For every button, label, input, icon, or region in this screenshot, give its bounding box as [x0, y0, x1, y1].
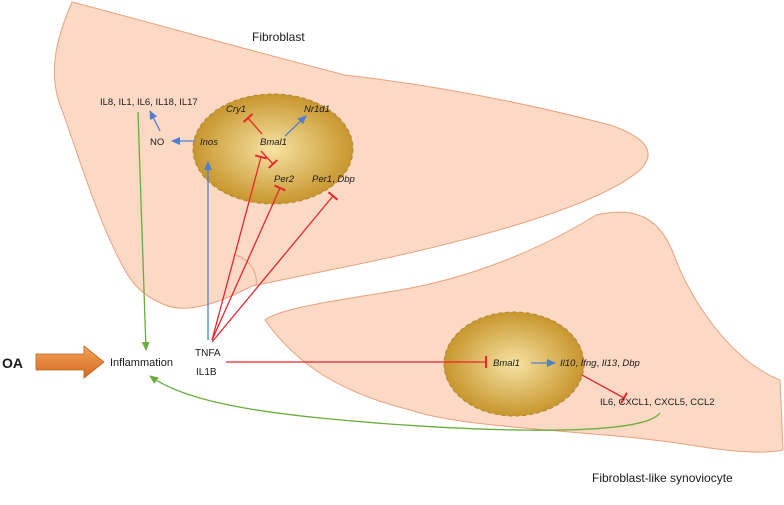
tnfa-label: TNFA — [195, 348, 221, 359]
chemokine-list: IL6, CXCL1, CXCL5, CCL2 — [600, 397, 715, 408]
il1b-label: IL1B — [196, 367, 217, 378]
gene-cry1: Cry1 — [226, 104, 246, 115]
gene-inos: Inos — [200, 137, 218, 148]
inhibit-tnfa-bmal1 — [211, 154, 268, 341]
gene-bmal1: Bmal1 — [260, 137, 287, 148]
gene-nr1d1: Nr1d1 — [304, 104, 330, 115]
syn-gene-list: Il10, Ifng, Il13, Dbp — [560, 358, 640, 369]
arrow-chemokines-to-inflammation — [149, 375, 661, 431]
arrow-cytokines-to-inflammation — [137, 111, 150, 351]
gene-per2: Per2 — [274, 174, 295, 185]
inhibit-genes-chemokines — [581, 374, 628, 404]
gene-per1-dbp: Per1, Dbp — [312, 174, 355, 185]
arrow-no-to-cytokines — [149, 110, 161, 132]
inhibit-tnfa-per2 — [211, 184, 286, 341]
oa-label: OA — [2, 355, 23, 371]
inhibit-tnfa-per1 — [211, 191, 339, 343]
no-label: NO — [150, 137, 164, 148]
synoviocyte-title: Fibroblast-like synoviocyte — [592, 471, 733, 485]
fibroblast-title: Fibroblast — [252, 30, 305, 44]
syn-gene-bmal1: Bmal1 — [493, 358, 520, 369]
arrow-bmal1-to-nr1d1 — [284, 115, 307, 137]
inhibit-bmal1-cry1 — [242, 113, 263, 135]
inflammation-label: Inflammation — [110, 357, 173, 369]
cytokine-list: IL8, IL1, IL6, IL18, IL17 — [100, 97, 198, 108]
synoviocyte-nucleus — [443, 311, 585, 417]
oa-arrow — [35, 345, 105, 379]
